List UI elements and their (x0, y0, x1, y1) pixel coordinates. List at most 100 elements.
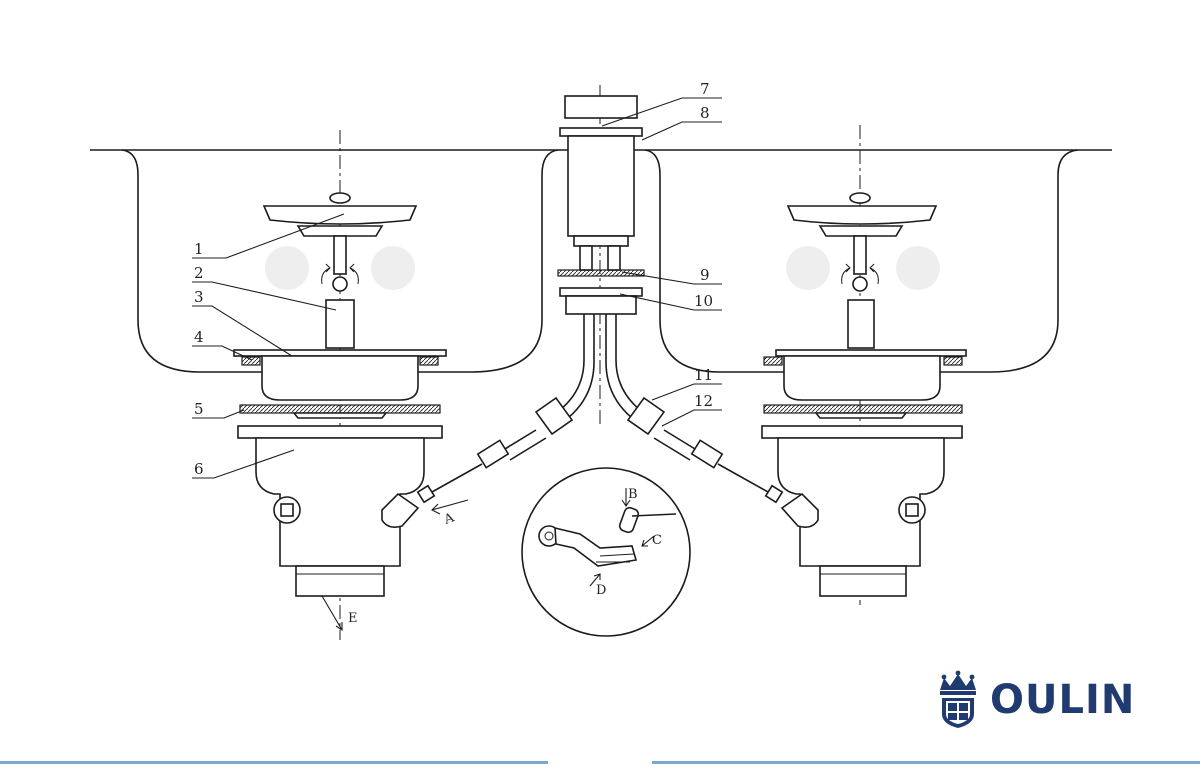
popup-housing (567, 135, 635, 237)
right-cable-outer (615, 314, 641, 411)
popup-button-cap (564, 95, 638, 119)
right-body-flange (775, 349, 967, 357)
right-cable-wire (717, 463, 769, 493)
right-strainer-stem (853, 235, 867, 275)
right-strainer-knob (849, 192, 871, 204)
right-cable-nut (626, 396, 666, 436)
leader-9 (621, 271, 722, 285)
leader-8 (641, 121, 722, 141)
leader-12 (661, 409, 722, 427)
left-strainer-seat (296, 225, 384, 237)
left-outlet-pipe (295, 565, 385, 597)
left-strainer-knob (329, 192, 351, 204)
label-part-5: 5 (194, 400, 204, 418)
left-cable-outer (559, 314, 585, 411)
right-sleeve (847, 299, 875, 349)
bottom-accent-bar-left (0, 761, 548, 764)
left-gasket-left (241, 356, 261, 366)
arrow-a (431, 499, 469, 515)
leader-5 (192, 409, 245, 419)
right-shadow-circle-a (786, 246, 830, 290)
detail-circle (521, 467, 691, 637)
right-cable-sheath (653, 429, 701, 461)
label-part-3: 3 (194, 288, 204, 306)
left-stem-ball (332, 276, 348, 292)
arrow-e (321, 595, 343, 632)
right-stem-ball (852, 276, 868, 292)
left-sleeve (325, 299, 355, 349)
popup-washer (557, 269, 645, 277)
label-letter-b: B (628, 487, 638, 502)
crown-crest-icon (940, 670, 976, 728)
label-part-1: 1 (194, 240, 204, 258)
letter-arrows (321, 488, 655, 632)
label-part-9: 9 (700, 266, 710, 284)
part-labels: 1 2 3 4 5 6 7 8 9 10 11 12 (194, 80, 713, 478)
left-gasket-right (419, 356, 439, 366)
right-nut-flange (761, 425, 963, 439)
label-letter-a: A (441, 510, 456, 528)
popup-stem-right (607, 245, 621, 271)
left-tailpiece-body (255, 437, 425, 567)
left-drain-assembly (233, 192, 447, 597)
left-cable-nut (534, 396, 574, 436)
left-rotate-arrow-left (321, 263, 331, 285)
popup-nut-top (559, 287, 643, 297)
label-part-4: 4 (194, 328, 204, 346)
left-nut-flange (237, 425, 443, 439)
right-rubber-washer (763, 404, 963, 414)
arrow-c (641, 535, 655, 547)
left-shadow-circle-b (371, 246, 415, 290)
left-side-connector (381, 492, 420, 528)
leader-4 (192, 345, 253, 361)
left-body-flange (233, 349, 447, 357)
left-cable-wire (431, 463, 483, 493)
popup-flange (559, 127, 643, 137)
right-rotate-arrow-right (869, 263, 879, 285)
leader-3 (192, 305, 293, 357)
right-side-connector (780, 492, 819, 528)
left-rotate-arrow-right (349, 263, 359, 285)
left-strainer-stem (333, 235, 347, 275)
left-cable-inner (567, 314, 595, 419)
right-gasket-right (943, 356, 963, 366)
left-drain-body (261, 355, 419, 401)
leader-6 (192, 449, 295, 479)
left-overflow-nut-square (280, 503, 294, 517)
right-washer-lip (814, 412, 908, 419)
right-overflow-nut-square (905, 503, 919, 517)
label-part-12: 12 (694, 392, 713, 410)
detail-lever-lines (596, 553, 635, 563)
right-cable-inner (605, 314, 633, 419)
detail-ring-hole (544, 531, 554, 541)
label-part-2: 2 (194, 264, 204, 282)
right-drain-assembly (761, 192, 967, 597)
label-letter-e: E (348, 611, 358, 626)
detail-pin (618, 506, 640, 534)
leader-2 (192, 281, 337, 311)
left-washer-lip (292, 412, 388, 419)
right-strainer-seat (818, 225, 904, 237)
right-cable-sleeve (690, 439, 724, 469)
left-shadow-circle-a (265, 246, 309, 290)
popup-stem-left (579, 245, 593, 271)
brand-logo: OULIN (934, 668, 1150, 732)
leader-10 (619, 293, 722, 311)
detail-lever (554, 526, 638, 567)
left-rubber-washer (239, 404, 441, 414)
label-part-11: 11 (694, 366, 713, 384)
brand-wordmark: OULIN (990, 677, 1136, 723)
right-outlet-pipe (819, 565, 907, 597)
right-rotate-arrow-left (841, 263, 851, 285)
leader-7 (601, 97, 722, 127)
right-tailpiece-body (777, 437, 945, 567)
label-part-7: 7 (700, 80, 710, 98)
leader-lines (192, 97, 722, 479)
label-part-10: 10 (694, 292, 713, 310)
left-cable-tip (416, 484, 436, 504)
right-gasket-left (763, 356, 783, 366)
label-letter-d: D (596, 583, 606, 598)
arrow-b (621, 488, 631, 507)
